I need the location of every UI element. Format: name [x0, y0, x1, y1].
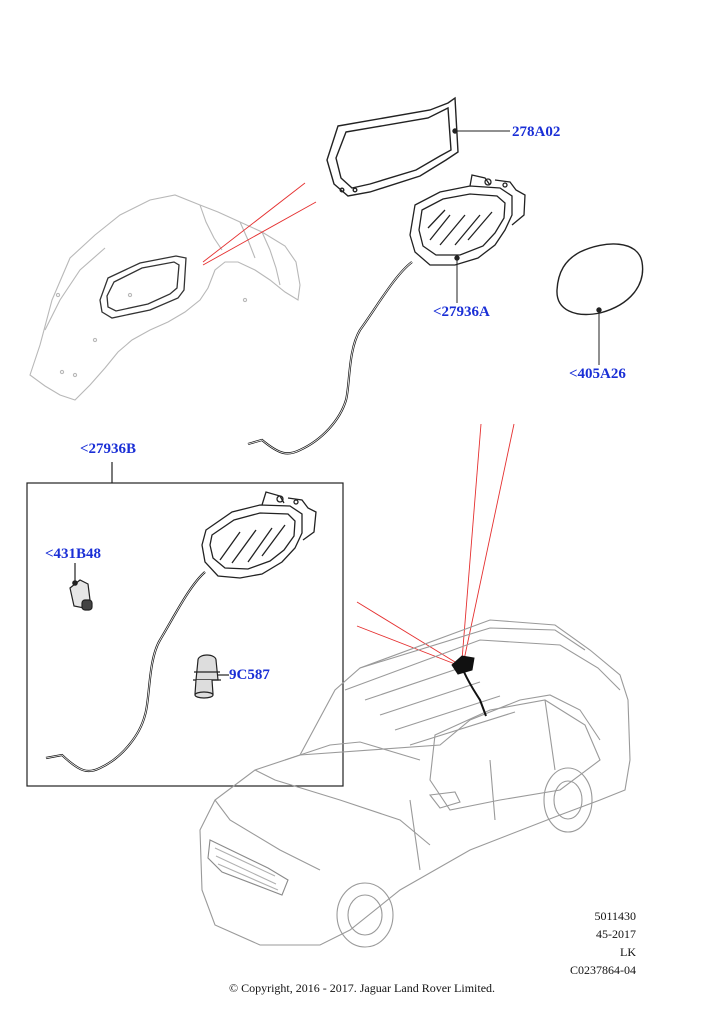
vehicle-highlight [451, 655, 487, 717]
callout-9C587[interactable]: 9C587 [229, 667, 270, 683]
release-cable-a-inner [247, 261, 413, 454]
reference-part-number: 5011430 [594, 909, 636, 923]
copyright-notice: © Copyright, 2016 - 2017. Jaguar Land Ro… [228, 981, 496, 995]
release-cable-b-inner [45, 571, 206, 772]
reference-market-code: LK [620, 945, 636, 959]
arch-gasket [99, 255, 187, 319]
kit-fuel-door-housing [201, 491, 317, 579]
vehicle-outline [199, 619, 631, 948]
bump-stop-part [193, 654, 229, 699]
actuator-part [69, 563, 93, 611]
gasket-part [326, 96, 459, 197]
release-cable-b [45, 571, 206, 773]
red-leader-lines [202, 182, 515, 665]
reference-date-code: 45-2017 [596, 927, 636, 941]
callout-278A02[interactable]: 278A02 [512, 124, 561, 140]
leader-27936A [454, 255, 460, 303]
leader-405A26 [596, 307, 602, 365]
callout-431B48[interactable]: <431B48 [45, 546, 102, 562]
kit-box [26, 462, 344, 787]
callout-27936A[interactable]: <27936A [433, 304, 490, 320]
reference-illustration-id: C0237864-04 [570, 963, 636, 977]
leader-278A02 [452, 128, 510, 134]
callout-405A26[interactable]: <405A26 [569, 366, 626, 382]
fuel-door-housing [409, 174, 526, 266]
wheel-arch-panel [29, 194, 301, 401]
fuel-door-pad [556, 243, 644, 316]
reference-block: 5011430 45-2017 LK C0237864-04 [516, 907, 636, 979]
callout-27936B[interactable]: <27936B [80, 441, 137, 457]
